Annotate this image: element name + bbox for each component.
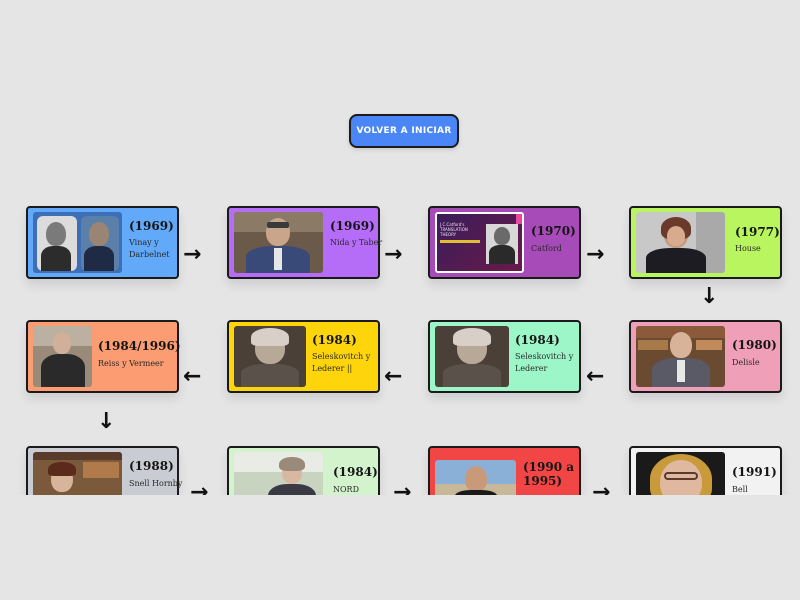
- photo-vinay-darbelnet: [33, 212, 122, 273]
- card-catford[interactable]: J.C.Catford's TRANSLATION THEORY (1970) …: [428, 206, 581, 279]
- photo-snell-hornby: [33, 452, 122, 495]
- card-name: Seleskovitch y Lederer: [515, 352, 574, 373]
- photo-seleskovitch-lederer: [435, 326, 509, 387]
- arrow-down: ↓: [97, 409, 116, 434]
- card-name: Reiss y Vermeer: [98, 359, 164, 368]
- photo-house: [636, 212, 725, 273]
- arrow-down: ↓: [700, 284, 719, 309]
- card-snell-hornby[interactable]: (1988) Snell Hornby: [26, 446, 182, 495]
- card-year: (1990 a 1995): [523, 460, 575, 488]
- card-name: Bell: [732, 485, 748, 494]
- photo-reiss-vermeer: [33, 326, 92, 387]
- card-year: (1991): [732, 465, 777, 479]
- card-name: Nida y Taber: [330, 238, 383, 247]
- card-name: Snell Hornby: [129, 479, 183, 488]
- arrow-right: →: [592, 480, 611, 496]
- card-1990-1995[interactable]: (1990 a 1995): [428, 446, 581, 495]
- photo-bell: [636, 452, 725, 495]
- card-year: (1969): [129, 219, 174, 233]
- card-reiss-vermeer[interactable]: (1984/1996) Reiss y Vermeer: [26, 320, 181, 393]
- card-name: Delisle: [732, 358, 760, 367]
- card-year: (1977): [735, 225, 780, 239]
- card-name: NORD: [333, 485, 359, 494]
- card-delisle[interactable]: (1980) Delisle: [629, 320, 782, 393]
- card-year: (1980): [732, 338, 777, 352]
- card-year: (1984): [333, 465, 378, 479]
- card-year: (1988): [129, 459, 174, 473]
- timeline-canvas: VOLVER A INICIAR (1969) Vinay y Darbelne…: [26, 114, 782, 496]
- card-seleskovitch-lederer[interactable]: (1984) Seleskovitch y Lederer: [428, 320, 581, 393]
- card-name: Catford: [531, 244, 562, 253]
- arrow-left: ←: [586, 364, 605, 389]
- arrow-left: ←: [183, 364, 202, 389]
- photo-catford: J.C.Catford's TRANSLATION THEORY: [435, 212, 524, 273]
- arrow-right: →: [393, 480, 412, 496]
- card-seleskovitch-lederer-2[interactable]: (1984) Seleskovitch y Lederer ||: [227, 320, 380, 393]
- arrow-left: ←: [384, 364, 403, 389]
- card-year: (1984/1996): [98, 339, 181, 353]
- photo-seleskovitch-lederer-2: [234, 326, 306, 387]
- card-year: (1984): [312, 333, 357, 347]
- card-year: (1984): [515, 333, 560, 347]
- card-nida-taber[interactable]: (1969) Nida y Taber: [227, 206, 382, 279]
- arrow-right: →: [586, 242, 605, 267]
- card-bell[interactable]: (1991) Bell: [629, 446, 782, 495]
- card-nord[interactable]: (1984) NORD: [227, 446, 380, 495]
- card-year: (1970): [531, 224, 576, 238]
- photo-nord: [234, 452, 323, 495]
- photo-delisle: [636, 326, 725, 387]
- arrow-right: →: [384, 242, 403, 267]
- card-name: Vinay y Darbelnet: [129, 238, 170, 259]
- arrow-right: →: [190, 480, 209, 496]
- photo-title-text: J.C.Catford's TRANSLATION THEORY: [440, 222, 468, 237]
- restart-button[interactable]: VOLVER A INICIAR: [349, 114, 459, 148]
- card-name: Seleskovitch y Lederer ||: [312, 352, 371, 373]
- arrow-right: →: [183, 242, 202, 267]
- card-year: (1969): [330, 219, 375, 233]
- card-name: House: [735, 244, 761, 253]
- photo-nida-taber: [234, 212, 323, 273]
- photo-1990-1995: [435, 460, 516, 495]
- card-house[interactable]: (1977) House: [629, 206, 782, 279]
- card-vinay-darbelnet[interactable]: (1969) Vinay y Darbelnet: [26, 206, 179, 279]
